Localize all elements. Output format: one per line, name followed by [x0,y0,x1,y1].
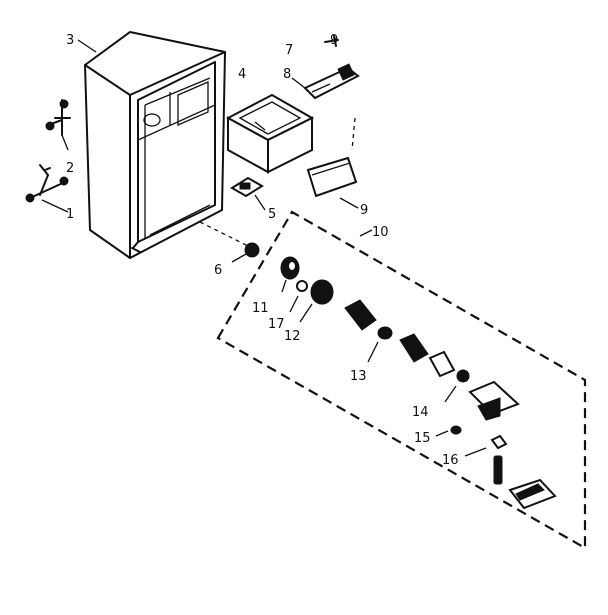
bracket-part-5 [230,176,266,211]
callout-4: 4 [238,67,246,82]
ball-part-13 [367,326,393,363]
ball-part-14 [444,369,470,403]
callout-7: 7 [285,43,293,58]
spring-part-13b [399,333,429,363]
callout-1: 1 [66,207,74,222]
callout-2: 2 [66,161,74,176]
callout-16: 16 [442,453,459,468]
refrigerator-cabinet [84,31,226,259]
cover-part-9 [306,117,359,209]
tip-part-14a [428,350,456,378]
clip-part-16b [508,478,557,510]
callout-5: 5 [268,207,276,222]
callout-9-cover: 9 [360,203,368,218]
screw-part-9 [324,35,339,47]
cap-part-12 [299,279,334,323]
callout-8: 8 [283,67,291,82]
callout-12: 12 [284,329,301,344]
callout-10: 10 [372,225,389,240]
callout-6: 6 [214,263,222,278]
hinge-part-2 [45,99,71,151]
control-part-8 [291,63,360,100]
callout-17: 17 [268,317,285,332]
hinge-part-1 [25,164,69,213]
callout-3: 3 [66,33,74,48]
washer-part-17 [289,280,308,313]
knob-part-11 [280,256,300,293]
dashed-assembly-boundary [216,210,587,550]
callout-15: 15 [414,431,431,446]
callout-9-screw: 9 [330,33,338,48]
bolt-part-16 [464,434,508,485]
callout-14: 14 [412,405,429,420]
handle-part-14b [468,380,520,421]
callout-13: 13 [350,369,367,384]
plug-part-6 [199,221,260,263]
spring-part-13a [344,299,377,331]
drawer-box [225,93,315,174]
ring-part-15 [435,425,462,437]
callout-11: 11 [252,301,269,316]
